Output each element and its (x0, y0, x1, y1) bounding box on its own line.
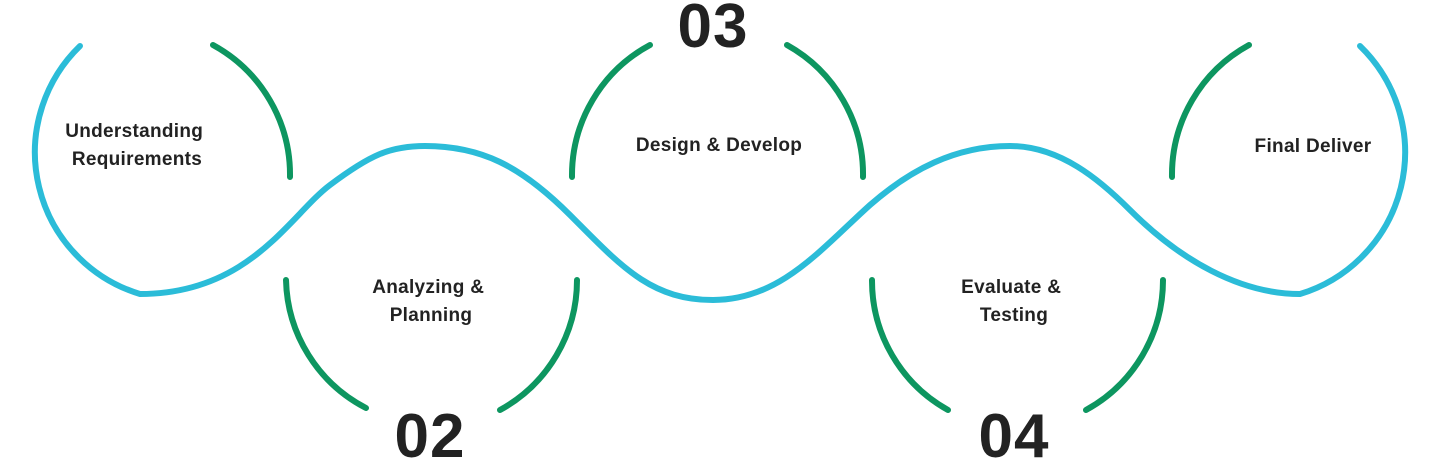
step-5-label: Final Deliver (1255, 136, 1372, 157)
step-4-arc-left (868, 277, 951, 413)
step-1-arc (210, 42, 294, 180)
wave-connector-line (31, 43, 1409, 304)
step-3-label: Design & Develop (636, 135, 802, 156)
step-design-develop: Design & Develop 03 (568, 0, 867, 180)
step-2-label: Analyzing & Planning (372, 277, 490, 326)
step-1-label: Understanding Requirements (65, 121, 209, 170)
step-2-arc (283, 277, 369, 411)
step-2-number: 02 (395, 402, 466, 459)
step-2-arc-right (497, 277, 581, 413)
step-3-arc-left (568, 42, 653, 180)
step-4-label: Evaluate & Testing (961, 277, 1067, 326)
step-evaluate-testing: Evaluate & Testing 04 (868, 277, 1167, 459)
step-final-deliver: Final Deliver (1168, 42, 1372, 180)
step-analyzing-planning: Analyzing & Planning 02 (283, 277, 581, 459)
step-3-arc-right (784, 42, 867, 180)
step-5-arc (1168, 42, 1252, 180)
step-understanding-requirements: Understanding Requirements (65, 42, 294, 180)
step-3-number: 03 (678, 0, 749, 61)
step-4-number: 04 (979, 402, 1050, 459)
step-4-arc-right (1083, 277, 1167, 413)
